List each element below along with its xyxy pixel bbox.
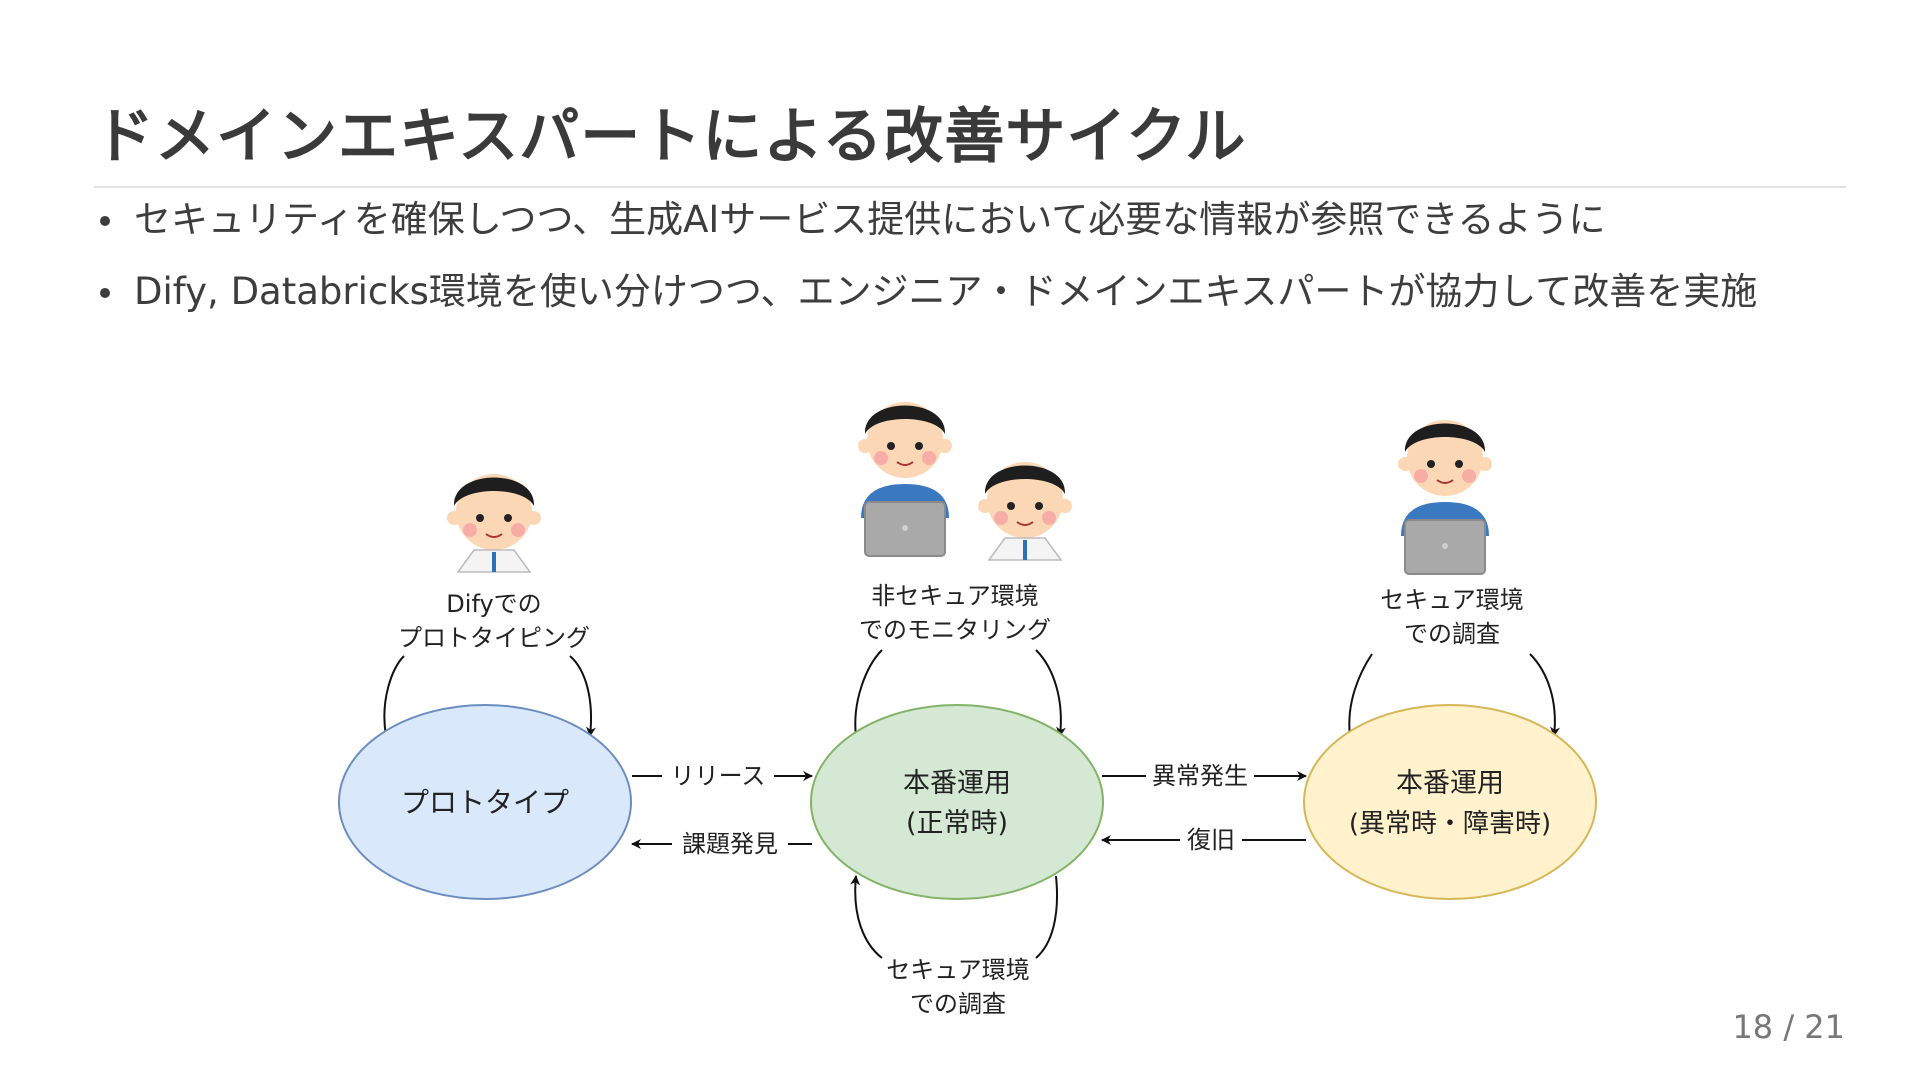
node-production-normal [810,704,1104,900]
node-production-incident-label: 本番運用 [1396,768,1504,799]
prototype-loop-label: プロトタイピング [398,624,590,652]
person-with-laptop-icon [1397,419,1493,575]
title-divider [94,186,1846,188]
incident-loop-label: セキュア環境 [1380,586,1524,614]
node-production-normal-label: 本番運用 [903,768,1011,799]
bottom-loop-arrow [1035,875,1058,959]
incident-loop-label: での調査 [1404,620,1500,648]
bullet-text: セキュリティを確保しつつ、生成AIサービス提供において必要な情報が参照できるよう… [134,198,1606,241]
bullet-item: セキュリティを確保しつつ、生成AIサービス提供において必要な情報が参照できるよう… [94,194,1834,246]
person-icon [977,461,1073,561]
person-with-laptop-icon [857,401,953,557]
edge-release-label: リリース [671,762,766,790]
person-icon [446,473,542,573]
bottom-loop-arrow [850,875,883,959]
bullet-item: Dify, Databricks環境を使い分けつつ、エンジニア・ドメインエキスパ… [94,266,1834,318]
bullet-list: セキュリティを確保しつつ、生成AIサービス提供において必要な情報が参照できるよう… [94,194,1834,338]
prototype-loop-arrow [383,655,405,737]
node-production-incident-label: (異常時・障害時) [1349,809,1551,839]
edge-anomaly-label: 異常発生 [1152,762,1248,790]
monitoring-loop-label: 非セキュア環境 [871,582,1039,610]
prototype-loop-arrow [569,655,596,737]
bullet-text: Dify, Databricks環境を使い分けつつ、エンジニア・ドメインエキスパ… [134,270,1758,313]
monitoring-loop-arrow [1035,649,1066,737]
bullet-dot-icon [100,216,110,226]
bottom-loop-label: セキュア環境 [886,956,1030,984]
incident-loop-arrow [1529,653,1561,737]
node-production-incident [1303,704,1597,900]
bullet-dot-icon [100,288,110,298]
edge-issue-found-label: 課題発見 [682,830,778,858]
node-prototype-label: プロトタイプ [401,786,569,819]
monitoring-loop-arrow [854,649,883,737]
bottom-loop-label: での調査 [910,990,1006,1018]
node-production-normal-label: (正常時) [906,808,1008,839]
monitoring-loop-label: でのモニタリング [859,616,1051,644]
incident-loop-arrow [1348,653,1373,737]
prototype-loop-label: Difyでの [446,590,541,618]
node-prototype [338,704,632,900]
page-number: 18 / 21 [1732,1008,1845,1046]
edge-recovery-label: 復旧 [1187,826,1235,854]
slide-title: ドメインエキスパートによる改善サイクル [94,102,1247,172]
